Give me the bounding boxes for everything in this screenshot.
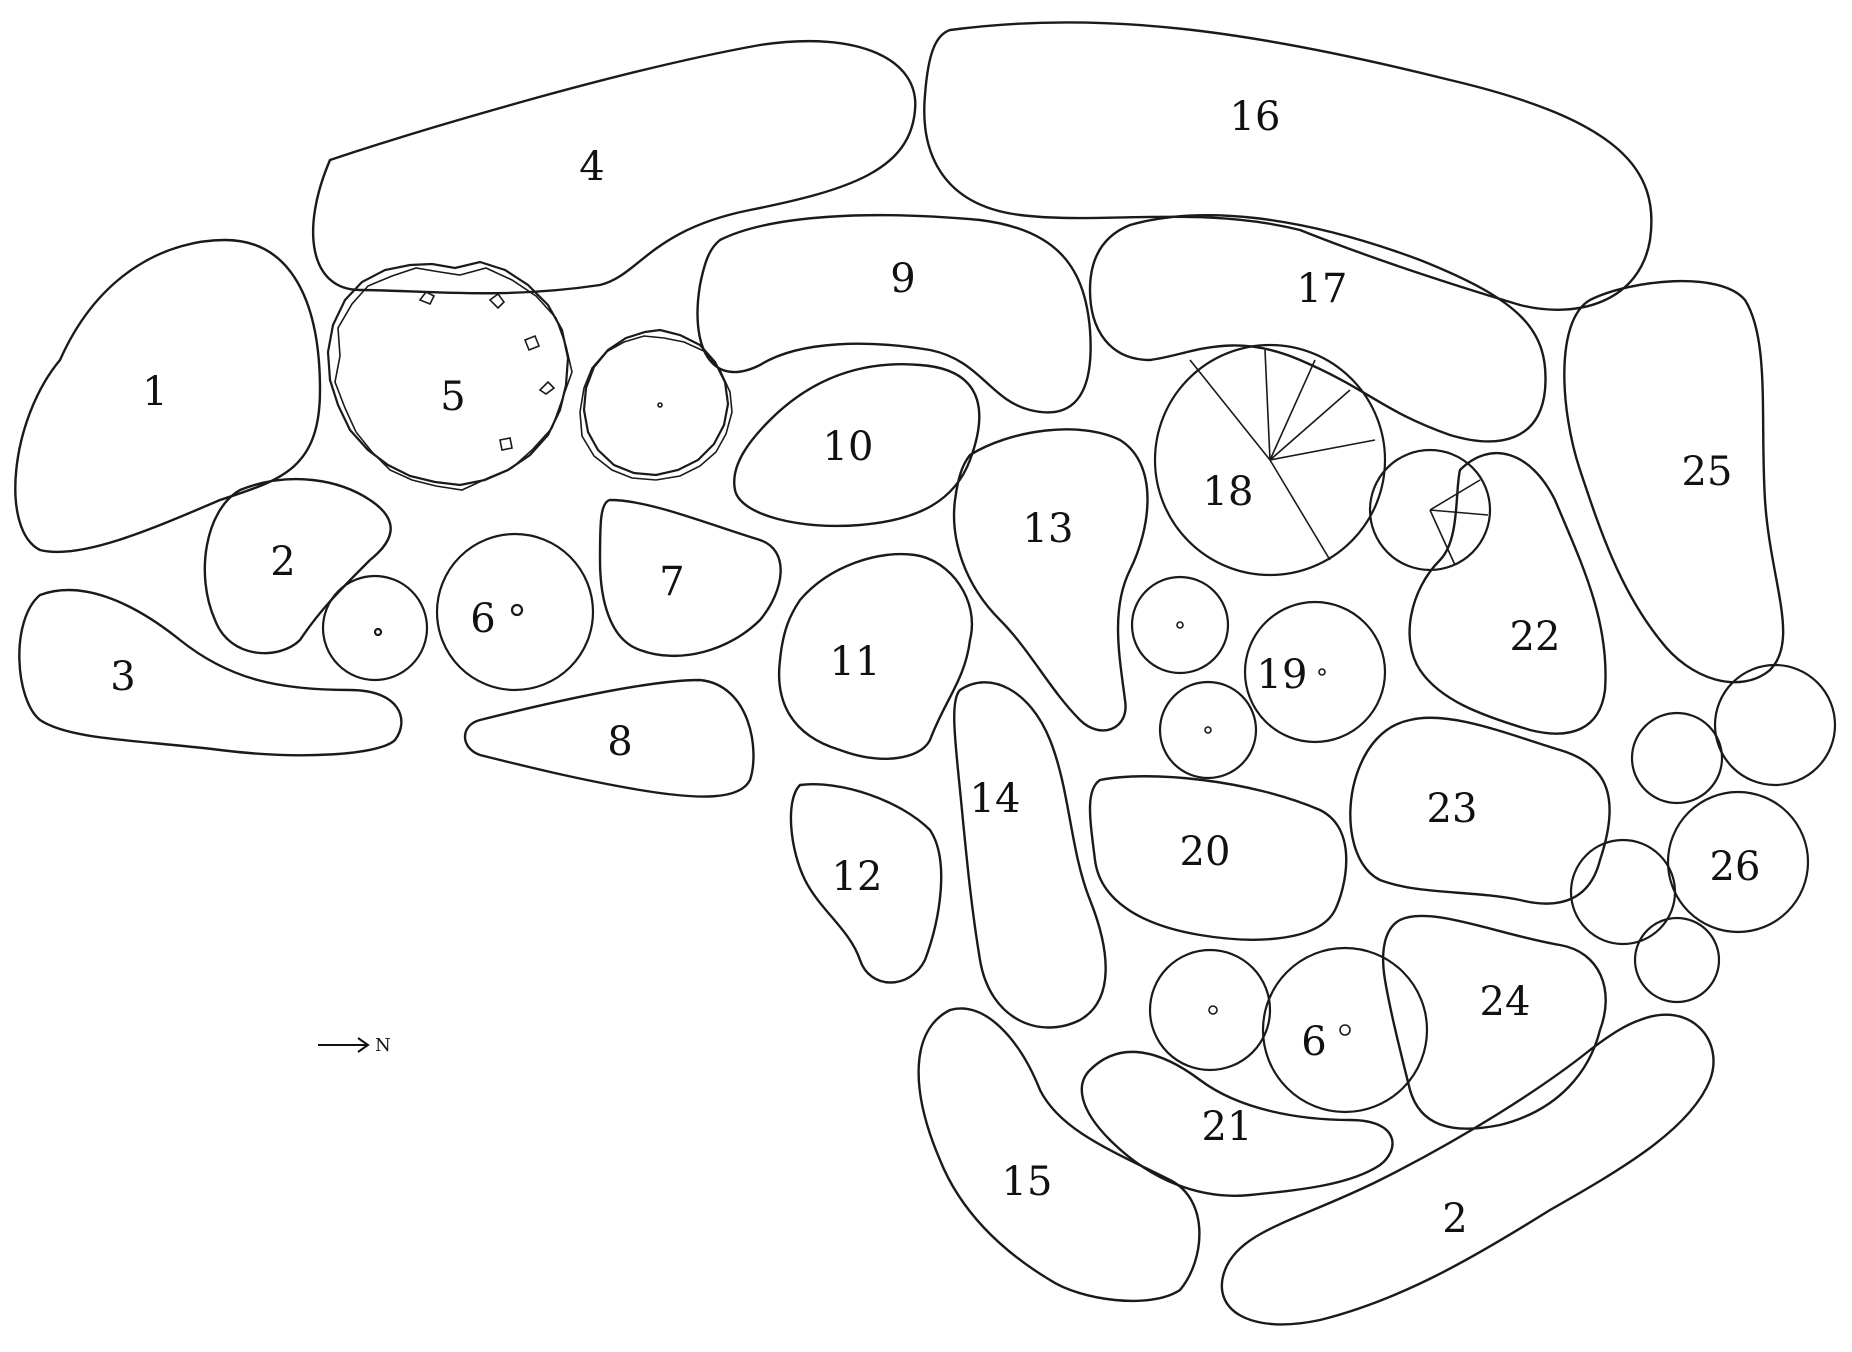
label-bed-18: 18 — [1203, 469, 1254, 515]
tree-19-b — [1158, 680, 1258, 780]
bed-11 — [777, 552, 974, 760]
bed-21 — [1080, 1050, 1394, 1197]
label-bed-6b: 6 — [1301, 1019, 1326, 1065]
bed-3 — [18, 588, 403, 757]
bed-12 — [789, 783, 943, 984]
north-arrow: N — [318, 1035, 391, 1056]
tree-6b-large — [1261, 946, 1429, 1114]
label-bed-4: 4 — [579, 144, 604, 190]
bed-1 — [14, 238, 322, 554]
bed-2a — [203, 477, 392, 655]
tree-6a-large — [435, 532, 595, 692]
label-bed-11: 11 — [830, 639, 881, 685]
bed-14 — [953, 681, 1107, 1029]
tree-19-c — [1243, 600, 1387, 744]
bed-20 — [1088, 775, 1348, 941]
tree-6a-small — [321, 574, 429, 682]
bed-16 — [923, 21, 1653, 311]
bed-10 — [733, 363, 981, 528]
tree-26-group — [1569, 663, 1837, 1004]
label-bed-24: 24 — [1480, 979, 1531, 1025]
label-bed-12: 12 — [832, 854, 883, 900]
label-bed-21: 21 — [1202, 1104, 1253, 1150]
label-bed-9: 9 — [890, 256, 915, 302]
label-bed-13: 13 — [1023, 506, 1074, 552]
label-bed-14: 14 — [970, 776, 1021, 822]
label-bed-5: 5 — [440, 374, 465, 420]
label-bed-2a: 2 — [270, 539, 295, 585]
label-bed-7: 7 — [659, 559, 684, 605]
tree-18-large — [1153, 343, 1387, 577]
label-bed-22: 22 — [1510, 614, 1561, 660]
bed-9 — [696, 213, 1092, 414]
label-bed-26: 26 — [1710, 844, 1761, 890]
label-bed-1: 1 — [142, 369, 167, 415]
label-bed-20: 20 — [1180, 829, 1231, 875]
label-bed-6a: 6 — [470, 596, 495, 642]
bed-15 — [917, 1007, 1201, 1303]
label-bed-2b: 2 — [1442, 1196, 1467, 1242]
tree-5-large — [326, 260, 573, 491]
bed-8 — [463, 678, 755, 798]
label-bed-16: 16 — [1230, 94, 1281, 140]
label-bed-17: 17 — [1297, 266, 1348, 312]
label-bed-15: 15 — [1002, 1159, 1053, 1205]
tree-19-a — [1130, 575, 1230, 675]
bed-22 — [1408, 452, 1607, 735]
bed-13 — [952, 428, 1149, 732]
bed-7 — [598, 498, 782, 658]
label-bed-25: 25 — [1682, 449, 1733, 495]
label-bed-10: 10 — [823, 424, 874, 470]
tree-5-small — [579, 328, 733, 481]
bed-2b — [1220, 1013, 1715, 1326]
tree-18-small — [1368, 448, 1492, 572]
label-bed-23: 23 — [1427, 786, 1478, 832]
bed-24 — [1381, 914, 1607, 1130]
bed-23 — [1349, 716, 1611, 905]
label-bed-19: 19 — [1257, 652, 1308, 698]
label-bed-8: 8 — [607, 719, 632, 765]
bed-4 — [311, 40, 917, 295]
bed-17 — [1088, 213, 1547, 443]
tree-6b-small — [1148, 948, 1272, 1072]
north-label: N — [375, 1035, 391, 1056]
label-bed-3: 3 — [110, 654, 135, 700]
bed-25 — [1563, 279, 1785, 684]
